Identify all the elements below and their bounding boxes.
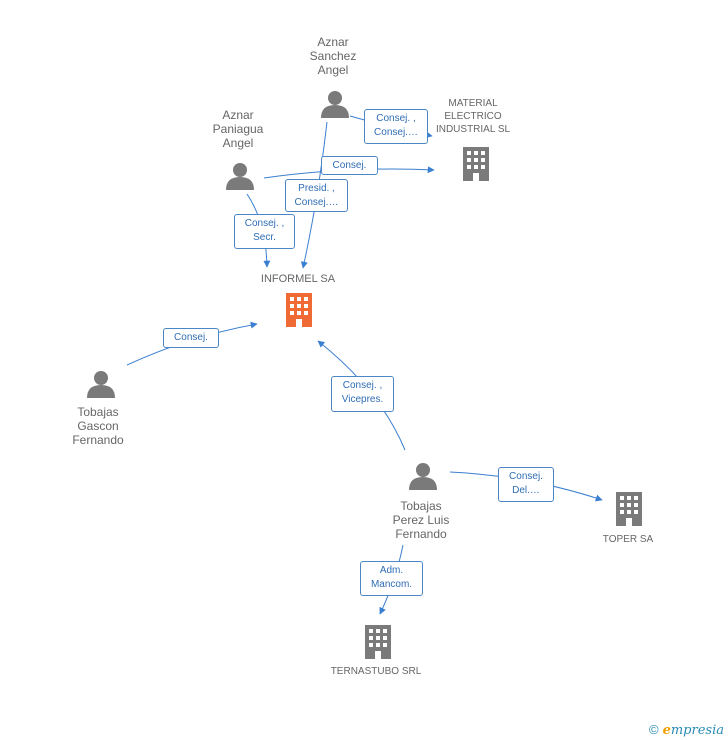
edge-label-paniagua-to-material[interactable]: Consej.: [321, 156, 378, 175]
building-icon[interactable]: [363, 625, 393, 659]
copyright-icon: ©: [648, 722, 659, 737]
edge-label-sanchez-to-informel[interactable]: Presid. , Consej.…: [285, 179, 348, 212]
brand-initial: e: [662, 723, 671, 738]
edges: [126, 115, 603, 615]
node-label-aznar-sanchez-angel[interactable]: Aznar Sanchez Angel: [309, 35, 357, 77]
building-icon[interactable]: [461, 147, 491, 181]
brand-footer[interactable]: ©empresia: [649, 722, 724, 738]
node-label-aznar-paniagua-angel[interactable]: Aznar Paniagua Angel: [212, 108, 264, 150]
person-icon[interactable]: [320, 90, 350, 118]
node-label-tobajas-perez-luis-fernando[interactable]: Tobajas Perez Luis Fernando: [392, 499, 450, 541]
edge-label-perez-to-toper[interactable]: Consej. Del.…: [498, 467, 554, 502]
node-label-informel-sa[interactable]: INFORMEL SA: [260, 273, 336, 285]
person-icon[interactable]: [408, 462, 438, 490]
node-label-material-electrico[interactable]: MATERIAL ELECTRICO INDUSTRIAL SL: [435, 98, 511, 135]
building-icon[interactable]: [614, 492, 644, 526]
node-label-ternastubo-srl[interactable]: TERNASTUBO SRL: [330, 666, 422, 677]
brand-name: mpresia: [670, 723, 724, 738]
edge-label-perez-to-ternastubo[interactable]: Adm. Mancom.: [360, 561, 423, 596]
person-icon[interactable]: [86, 370, 116, 398]
edge-label-sanchez-to-material[interactable]: Consej. , Consej.…: [364, 109, 428, 144]
edge-label-perez-to-informel[interactable]: Consej. , Vicepres.: [331, 376, 394, 412]
edge-label-gascon-to-informel[interactable]: Consej.: [163, 328, 219, 348]
node-label-tobajas-gascon-fernando[interactable]: Tobajas Gascon Fernando: [72, 405, 124, 447]
node-label-toper-sa[interactable]: TOPER SA: [602, 534, 654, 545]
edge-label-paniagua-to-informel[interactable]: Consej. , Secr.: [234, 214, 295, 249]
person-icon[interactable]: [225, 162, 255, 190]
building-icon[interactable]: [283, 293, 315, 327]
